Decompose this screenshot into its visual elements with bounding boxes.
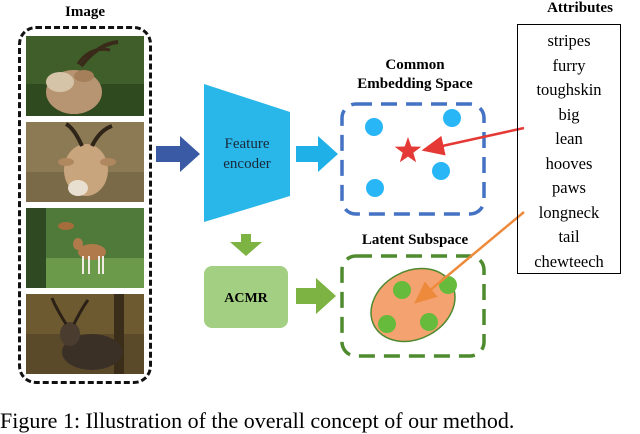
latent-subspace-box bbox=[340, 254, 486, 358]
embedding-dot bbox=[366, 179, 384, 197]
latent-dot bbox=[378, 315, 396, 333]
arrow-encoder-to-acmr bbox=[230, 234, 262, 256]
arrow-encoder-to-embedding bbox=[296, 136, 338, 172]
attributes-title: Attributes bbox=[547, 0, 613, 16]
attribute-item: tail bbox=[558, 227, 580, 246]
feature-encoder-label: encoder bbox=[223, 156, 270, 172]
image-panel bbox=[18, 26, 152, 384]
attribute-item: chewteech bbox=[534, 251, 604, 271]
class-embedding-star bbox=[394, 137, 422, 163]
attributes-box: stripes furry toughskin big lean hooves … bbox=[517, 24, 621, 274]
feature-encoder-block bbox=[204, 84, 290, 222]
feature-encoder-label: Feature bbox=[225, 136, 270, 152]
antelope-photo-4 bbox=[26, 294, 144, 374]
attribute-item: paws bbox=[552, 178, 586, 197]
latent-dot bbox=[420, 313, 438, 331]
arrow-image-to-encoder bbox=[156, 136, 200, 172]
attribute-item: hooves bbox=[545, 153, 593, 173]
acmr-block bbox=[204, 266, 288, 328]
acmr-label: ACMR bbox=[224, 291, 268, 306]
attribute-item: stripes bbox=[547, 31, 591, 50]
arrow-acmr-to-latent bbox=[296, 278, 336, 314]
figure-caption: Figure 1: Illustration of the overall co… bbox=[0, 408, 515, 433]
arrow-attributes-to-star bbox=[421, 126, 525, 156]
embedding-dot bbox=[365, 118, 383, 136]
attribute-item: toughskin bbox=[536, 80, 602, 99]
embedding-dot bbox=[432, 162, 450, 180]
embedding-space-box bbox=[340, 102, 486, 216]
arrow-attributes-to-latent bbox=[414, 211, 525, 304]
latent-dot bbox=[439, 276, 457, 294]
antelope-photo-1 bbox=[26, 36, 144, 116]
diagram-canvas: Feature encoder ACMR bbox=[156, 84, 525, 358]
attribute-item: longneck bbox=[538, 202, 600, 222]
antelope-photo-2 bbox=[26, 122, 144, 202]
attributes-list: stripes furry toughskin big lean hooves … bbox=[518, 25, 620, 274]
embedding-space-title-line1: Common bbox=[385, 57, 445, 73]
attribute-item: lean bbox=[555, 129, 583, 148]
attribute-item: big bbox=[558, 104, 580, 124]
embedding-dot bbox=[443, 109, 461, 127]
attribute-item: furry bbox=[552, 55, 586, 75]
image-panel-title: Image bbox=[65, 4, 105, 20]
embedding-space-title-line2: Embedding Space bbox=[357, 76, 473, 92]
antelope-photo-3 bbox=[26, 208, 144, 288]
embedding-space-title: Common Embedding Space bbox=[330, 56, 500, 94]
latent-dot bbox=[393, 281, 411, 299]
latent-ellipse bbox=[370, 267, 456, 343]
latent-subspace-title: Latent Subspace bbox=[361, 232, 469, 248]
